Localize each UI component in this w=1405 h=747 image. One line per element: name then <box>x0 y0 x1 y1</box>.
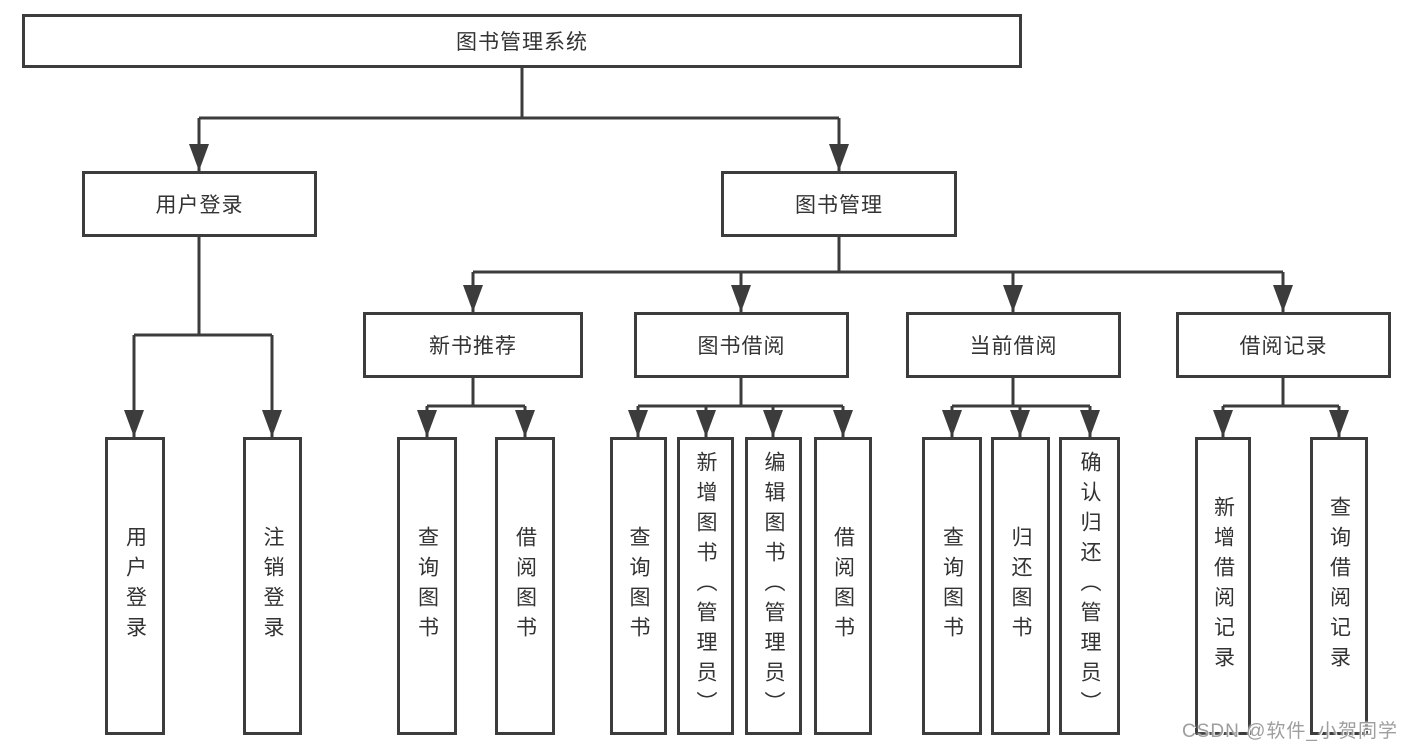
leaf-query-books-current-label: 查询图书 <box>940 526 964 646</box>
csdn-watermark: CSDN @软件_小贺同学 <box>1182 716 1398 743</box>
node-new-book-recommend: 新书推荐 <box>363 312 583 378</box>
node-book-management: 图书管理 <box>721 171 957 237</box>
leaf-add-books-admin-label: 新增图书（管理员） <box>694 451 717 721</box>
node-root: 图书管理系统 <box>22 14 1022 68</box>
leaf-add-borrow-record-label: 新增借阅记录 <box>1211 496 1235 676</box>
leaf-query-books-borrowing-label: 查询图书 <box>627 526 650 646</box>
leaf-borrow-books-borrowing: 借阅图书 <box>814 437 872 735</box>
node-current-borrowing: 当前借阅 <box>906 312 1121 378</box>
leaf-borrow-books-recommend: 借阅图书 <box>495 437 555 735</box>
leaf-add-borrow-record: 新增借阅记录 <box>1195 437 1251 735</box>
leaf-query-books-current: 查询图书 <box>922 437 982 735</box>
node-book-borrowing: 图书借阅 <box>634 312 849 378</box>
node-book-borrowing-label: 图书借阅 <box>697 335 786 358</box>
leaf-query-borrow-record-label: 查询借阅记录 <box>1327 496 1351 676</box>
connector-lines <box>132 68 1341 437</box>
leaf-return-books: 归还图书 <box>991 437 1050 735</box>
node-new-book-recommend-label: 新书推荐 <box>429 335 517 358</box>
leaf-query-books-recommend: 查询图书 <box>397 437 457 735</box>
node-borrowing-records-label: 借阅记录 <box>1239 335 1328 358</box>
leaf-edit-books-admin: 编辑图书（管理员） <box>745 437 802 735</box>
node-borrowing-records: 借阅记录 <box>1176 312 1391 378</box>
leaf-borrow-books-recommend-label: 借阅图书 <box>513 526 537 646</box>
leaf-confirm-return-admin: 确认归还（管理员） <box>1059 437 1120 735</box>
leaf-query-books-borrowing: 查询图书 <box>610 437 667 735</box>
leaf-query-borrow-record: 查询借阅记录 <box>1310 437 1368 735</box>
leaf-logout-login-label: 注销登录 <box>261 526 284 646</box>
csdn-watermark-text: CSDN @软件_小贺同学 <box>1182 721 1398 742</box>
leaf-add-books-admin: 新增图书（管理员） <box>677 437 734 735</box>
leaf-user-login-label: 用户登录 <box>123 526 147 646</box>
connector-arrowheads <box>124 144 1349 437</box>
node-user-login: 用户登录 <box>82 171 317 237</box>
node-user-login-label: 用户登录 <box>155 194 244 217</box>
leaf-borrow-books-borrowing-label: 借阅图书 <box>831 526 855 646</box>
leaf-query-books-recommend-label: 查询图书 <box>415 526 439 646</box>
leaf-return-books-label: 归还图书 <box>1009 526 1032 646</box>
node-book-management-label: 图书管理 <box>795 194 883 217</box>
leaf-logout-login: 注销登录 <box>243 437 302 735</box>
leaf-confirm-return-admin-label: 确认归还（管理员） <box>1078 451 1101 721</box>
leaf-edit-books-admin-label: 编辑图书（管理员） <box>762 451 785 721</box>
leaf-user-login: 用户登录 <box>105 437 165 735</box>
node-current-borrowing-label: 当前借阅 <box>969 335 1058 358</box>
node-root-label: 图书管理系统 <box>456 31 588 54</box>
